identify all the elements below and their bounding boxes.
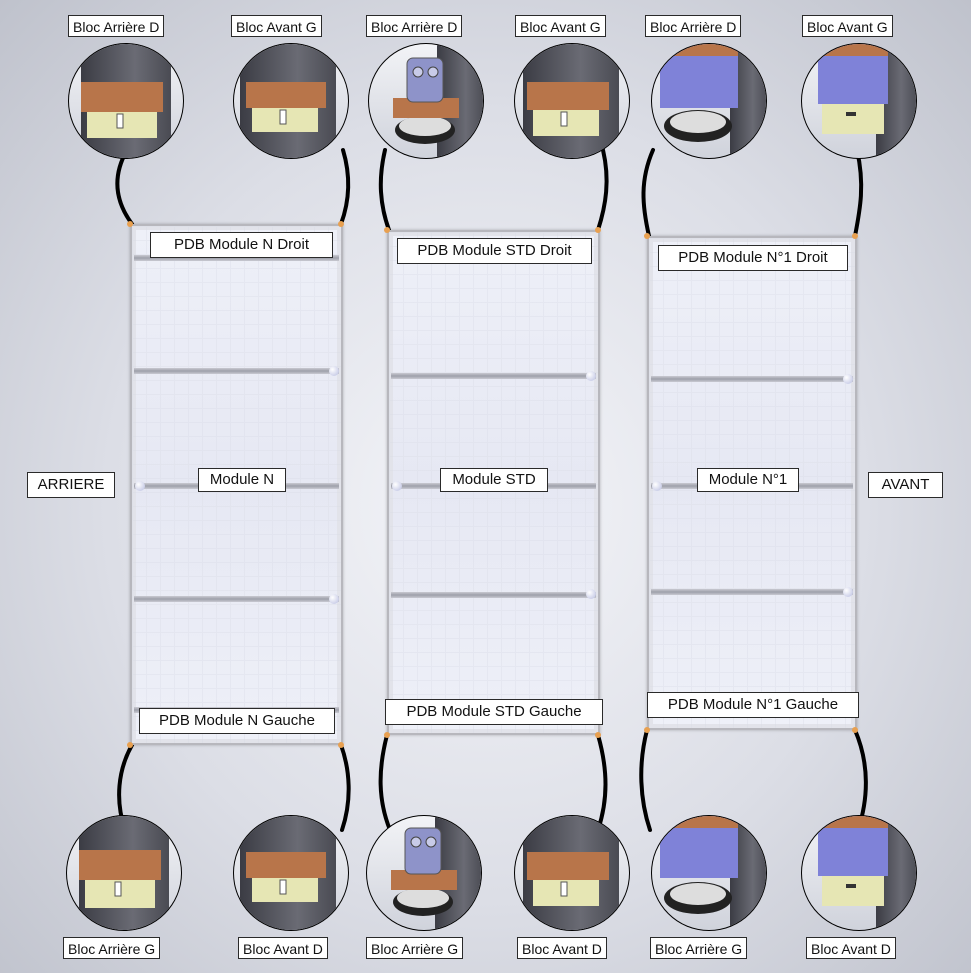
bloc-photo-bracket-wheel [368, 43, 484, 159]
bloc-photo-brown [68, 43, 184, 159]
module-std-label: Module STD [440, 468, 548, 492]
wire-bot-std-left [378, 733, 392, 832]
bloc-photo-blue [801, 815, 917, 931]
rail-knob [652, 481, 662, 491]
frame-corner [127, 221, 133, 227]
rail-knob [329, 594, 339, 604]
wire-bot-n1-left [639, 728, 652, 832]
wire-top-n1-left [641, 148, 655, 238]
frame-corner [852, 233, 858, 239]
frame-corner [595, 227, 601, 233]
frame-corner [644, 233, 650, 239]
wire-top-std-left [378, 148, 391, 232]
frame-corner [338, 742, 344, 748]
module-n1-label: Module N°1 [697, 468, 799, 492]
wire-top-std-right [596, 148, 609, 232]
rail-knob [329, 366, 339, 376]
pdb-module-n-gauche: PDB Module N Gauche [139, 708, 335, 734]
bloc-photo-brown [514, 815, 630, 931]
frame-corner [338, 221, 344, 227]
label-bottom-bloc-4: Bloc Avant D [517, 937, 607, 959]
bloc-photo-brown [233, 815, 349, 931]
label-bottom-bloc-3: Bloc Arrière G [366, 937, 464, 959]
bloc-photo-brown [233, 43, 349, 159]
bloc-photo-brown [66, 815, 182, 931]
rail [134, 255, 339, 261]
rail [134, 596, 339, 602]
label-top-bloc-5: Bloc Arrière D [645, 15, 742, 37]
wire-top-n-left [115, 148, 134, 226]
wire-top-n-right [339, 148, 351, 226]
bloc-photo-brown [514, 43, 630, 159]
wire-top-n1-right [853, 148, 864, 238]
pdb-module-n1-droit: PDB Module N°1 Droit [658, 245, 848, 271]
label-top-bloc-1: Bloc Arrière D [68, 15, 165, 37]
rail [134, 368, 339, 374]
rail [651, 376, 853, 382]
rail [391, 373, 596, 379]
pdb-module-std-gauche: PDB Module STD Gauche [385, 699, 603, 725]
rail-knob [843, 587, 853, 597]
label-bottom-bloc-1: Bloc Arrière G [63, 937, 161, 959]
label-bottom-bloc-2: Bloc Avant D [238, 937, 328, 959]
pdb-module-std-droit: PDB Module STD Droit [397, 238, 592, 264]
pdb-module-n1-gauche: PDB Module N°1 Gauche [647, 692, 859, 718]
rail-knob [843, 374, 853, 384]
wire-bot-n-right [339, 743, 351, 832]
label-top-bloc-2: Bloc Avant G [231, 15, 322, 37]
wire-bot-std-right [596, 733, 608, 832]
frame-corner [595, 732, 601, 738]
frame-corner [644, 727, 650, 733]
bloc-photo-blue [651, 43, 767, 159]
pdb-module-n-droit: PDB Module N Droit [150, 232, 333, 258]
frame-corner [384, 732, 390, 738]
module-n-label: Module N [198, 468, 286, 492]
label-bottom-bloc-6: Bloc Avant D [806, 937, 896, 959]
module-std-frame [387, 230, 600, 735]
label-top-bloc-4: Bloc Avant G [515, 15, 606, 37]
frame-corner [127, 742, 133, 748]
frame-corner [384, 227, 390, 233]
label-top-bloc-3: Bloc Arrière D [366, 15, 463, 37]
label-bottom-bloc-5: Bloc Arrière G [650, 937, 748, 959]
bloc-photo-blue [651, 815, 767, 931]
rail-knob [392, 481, 402, 491]
rail-knob [586, 589, 596, 599]
rail [651, 589, 853, 595]
rail [391, 592, 596, 598]
bloc-photo-blue [801, 43, 917, 159]
bloc-photo-bracket-wheel [366, 815, 482, 931]
rail-knob [135, 481, 145, 491]
side-label-avant: AVANT [868, 472, 943, 498]
side-label-arriere: ARRIERE [27, 472, 115, 498]
rail-knob [586, 371, 596, 381]
label-top-bloc-6: Bloc Avant G [802, 15, 893, 37]
frame-corner [852, 727, 858, 733]
